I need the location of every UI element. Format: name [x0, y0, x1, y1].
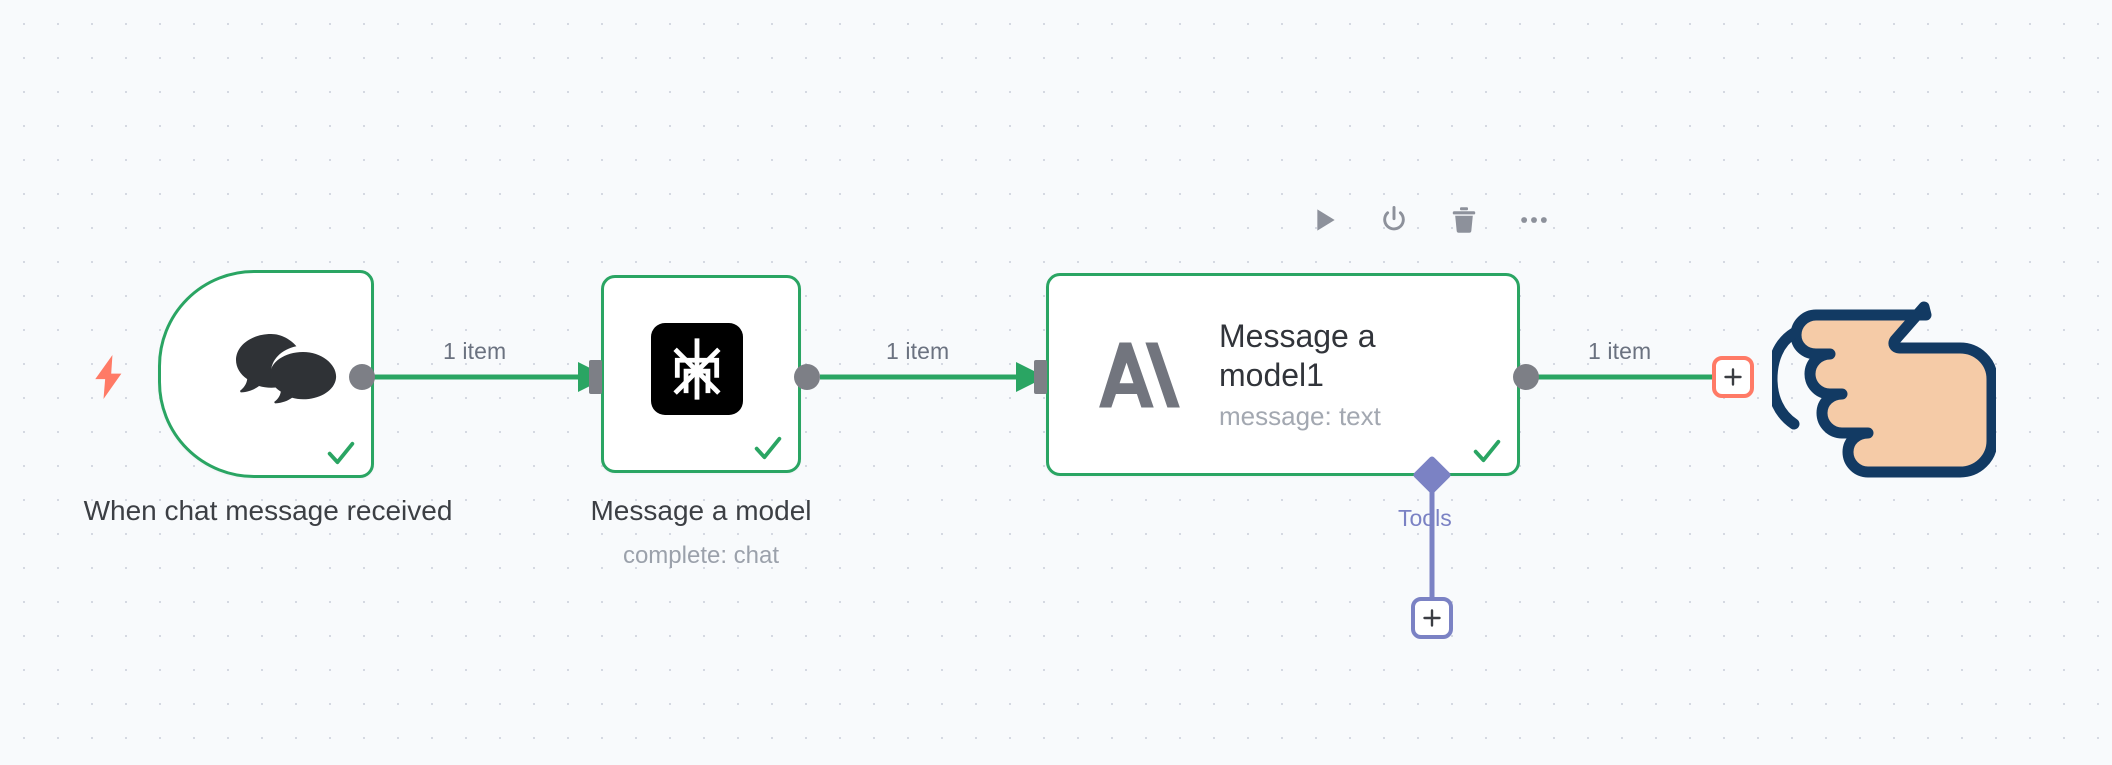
- connection-label-2: 1 item: [886, 338, 950, 364]
- status-check-icon: [751, 431, 785, 465]
- ellipsis-icon[interactable]: [1518, 204, 1550, 236]
- add-tool-button[interactable]: [1411, 597, 1453, 639]
- status-check-icon: [1470, 434, 1504, 468]
- node-subtitle-model1: message: text: [1219, 400, 1381, 431]
- add-node-button[interactable]: [1712, 356, 1754, 398]
- power-icon[interactable]: [1378, 204, 1410, 236]
- node-label-trigger: When chat message received: [83, 495, 453, 526]
- anthropic-icon: [1097, 341, 1185, 409]
- mistral-icon: [651, 323, 743, 415]
- node-label-model: Message a model: [590, 495, 812, 526]
- connection-label-3: 1 item: [1588, 338, 1652, 364]
- node-title-model1: Message a model1: [1219, 317, 1376, 393]
- trigger-bolt-icon: [92, 355, 126, 399]
- model1-input-port[interactable]: [1034, 360, 1047, 394]
- pointing-hand-cursor-icon: [1772, 287, 1996, 487]
- model-output-port[interactable]: [794, 364, 820, 390]
- chat-bubbles-icon: [233, 330, 341, 418]
- node-sublabel-model: complete: chat: [622, 542, 780, 569]
- status-check-icon: [324, 436, 358, 470]
- node-message-a-model[interactable]: [601, 275, 801, 473]
- connection-label-1: 1 item: [443, 338, 507, 364]
- trash-icon[interactable]: [1448, 204, 1480, 236]
- model-input-port[interactable]: [589, 360, 602, 394]
- node-toolbar[interactable]: [1308, 204, 1550, 236]
- node-message-a-model1[interactable]: Message a model1 message: text: [1046, 273, 1520, 476]
- tools-label: Tools: [1398, 505, 1452, 531]
- node-when-chat-message-received[interactable]: [158, 270, 374, 478]
- model1-output-port[interactable]: [1513, 364, 1539, 390]
- trigger-output-port[interactable]: [349, 364, 375, 390]
- play-icon[interactable]: [1308, 204, 1340, 236]
